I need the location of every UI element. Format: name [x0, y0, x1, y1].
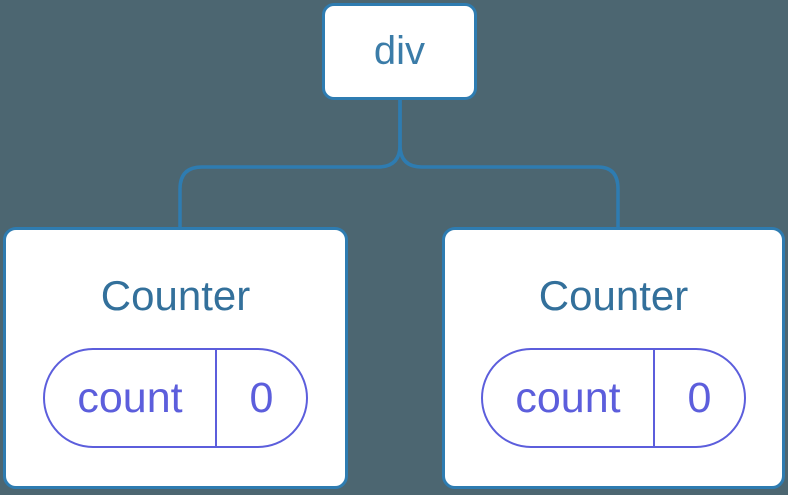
state-pill: count 0 [481, 348, 746, 448]
root-node-label: div [373, 29, 426, 73]
connector-branch-right [398, 100, 620, 230]
state-key-label: count [483, 350, 655, 446]
counter-node-right: Counter count 0 [442, 227, 785, 489]
component-title: Counter [100, 272, 251, 319]
root-node-div: div [322, 3, 477, 100]
state-value: 0 [687, 373, 712, 422]
state-value: 0 [249, 373, 274, 422]
counter-node-left: Counter count 0 [3, 227, 348, 489]
connector-branch-left [178, 100, 402, 230]
state-key-label: count [45, 350, 217, 446]
state-pill: count 0 [43, 348, 308, 448]
component-title: Counter [538, 272, 689, 319]
